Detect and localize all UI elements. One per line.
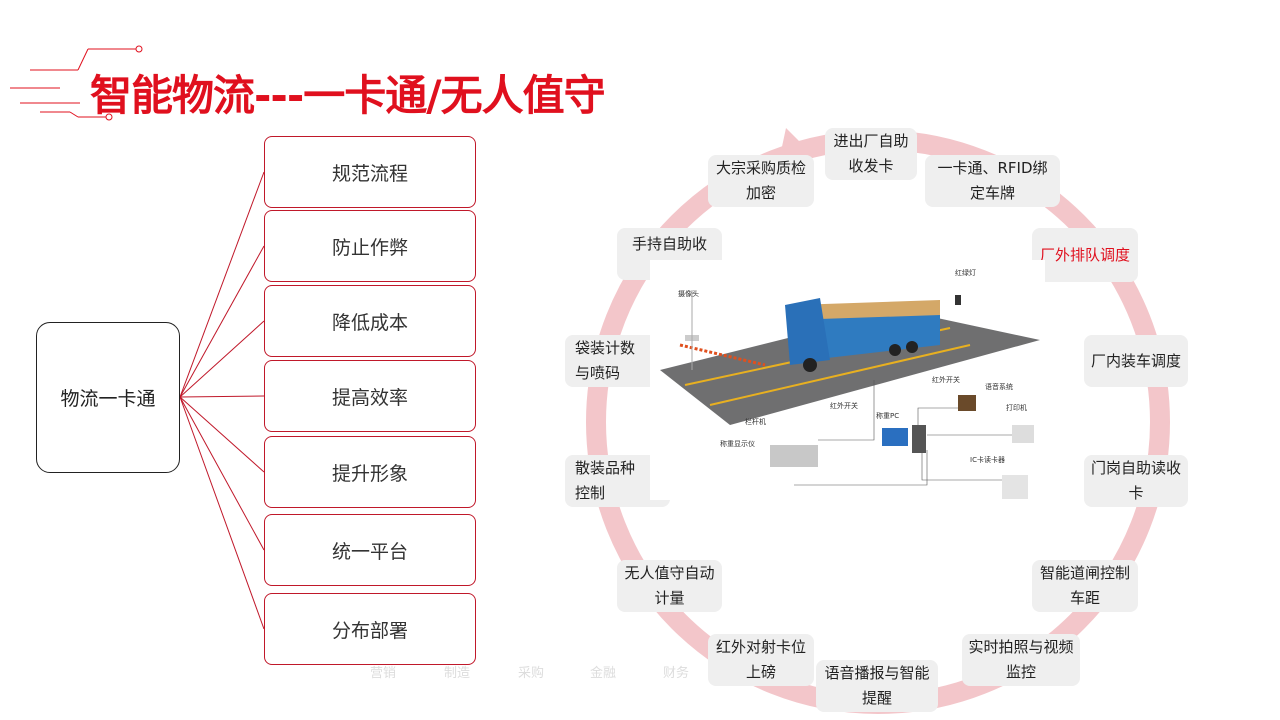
connector-lines [179,171,265,630]
page-title: 智能物流---一卡通/无人值守 [90,71,606,120]
diagram-label: 红外开关 [830,401,858,410]
weighbridge-diagram: 摄像头 红绿灯 红外开关 红外开关 栏杆机 称重显示仪 称重PC 语音系统 打印… [650,260,1045,500]
benefit-box: 分布部署 [264,593,476,665]
road [660,310,1040,425]
diagram-label: 摄像头 [678,289,699,298]
cycle-step: 无人值守自动计量 [617,560,722,612]
truck-cab [785,298,830,365]
bg-nav-item: 采购 [518,666,545,681]
cycle-step: 门岗自助读收卡 [1084,455,1188,507]
benefit-box: 降低成本 [264,285,476,357]
bg-nav-item: 营销 [370,666,397,681]
benefit-box: 提升形象 [264,436,476,508]
benefit-box: 规范流程 [264,136,476,208]
benefit-box: 提高效率 [264,360,476,432]
diagram-label: 语音系统 [985,382,1013,391]
diagram-label: 称重显示仪 [720,439,755,448]
bg-nav-item: 金融 [590,666,617,681]
ic-card-reader [1002,475,1028,499]
cycle-step: 智能道闸控制车距 [1032,560,1138,612]
hub-box: 物流一卡通 [36,322,180,473]
cycle-step: 实时拍照与视频监控 [962,634,1080,686]
bg-nav-item: 制造 [444,666,471,681]
barrier-gate [679,343,766,367]
diagram-label: 红绿灯 [955,268,976,277]
cycle-step: 一卡通、RFID绑定车牌 [925,155,1060,207]
cycle-arrow-icon [780,128,808,156]
bg-nav-item: 财务 [663,666,690,681]
diagram-label: 称重PC [876,411,899,420]
cycle-step: 大宗采购质检加密 [708,155,814,207]
benefit-box: 统一平台 [264,514,476,586]
pc-monitor [882,428,908,446]
cycle-step: 语音播报与智能提醒 [816,660,938,712]
cycle-step: 红外对射卡位上磅 [708,634,814,686]
title-circuit-decor [10,45,143,121]
diagram-label: 栏杆机 [745,417,766,426]
cycle-step: 厂外排队调度 [1032,228,1138,282]
diagram-label: 打印机 [1006,403,1027,412]
diagram-label: IC卡读卡器 [970,455,1005,464]
benefit-box: 防止作弊 [264,210,476,282]
cycle-step: 厂内装车调度 [1084,335,1188,387]
weigh-display [770,445,818,467]
printer [1012,425,1034,443]
diagram-label: 红外开关 [932,375,960,384]
cycle-step: 进出厂自助收发卡 [825,128,917,180]
voice-system [958,395,976,411]
